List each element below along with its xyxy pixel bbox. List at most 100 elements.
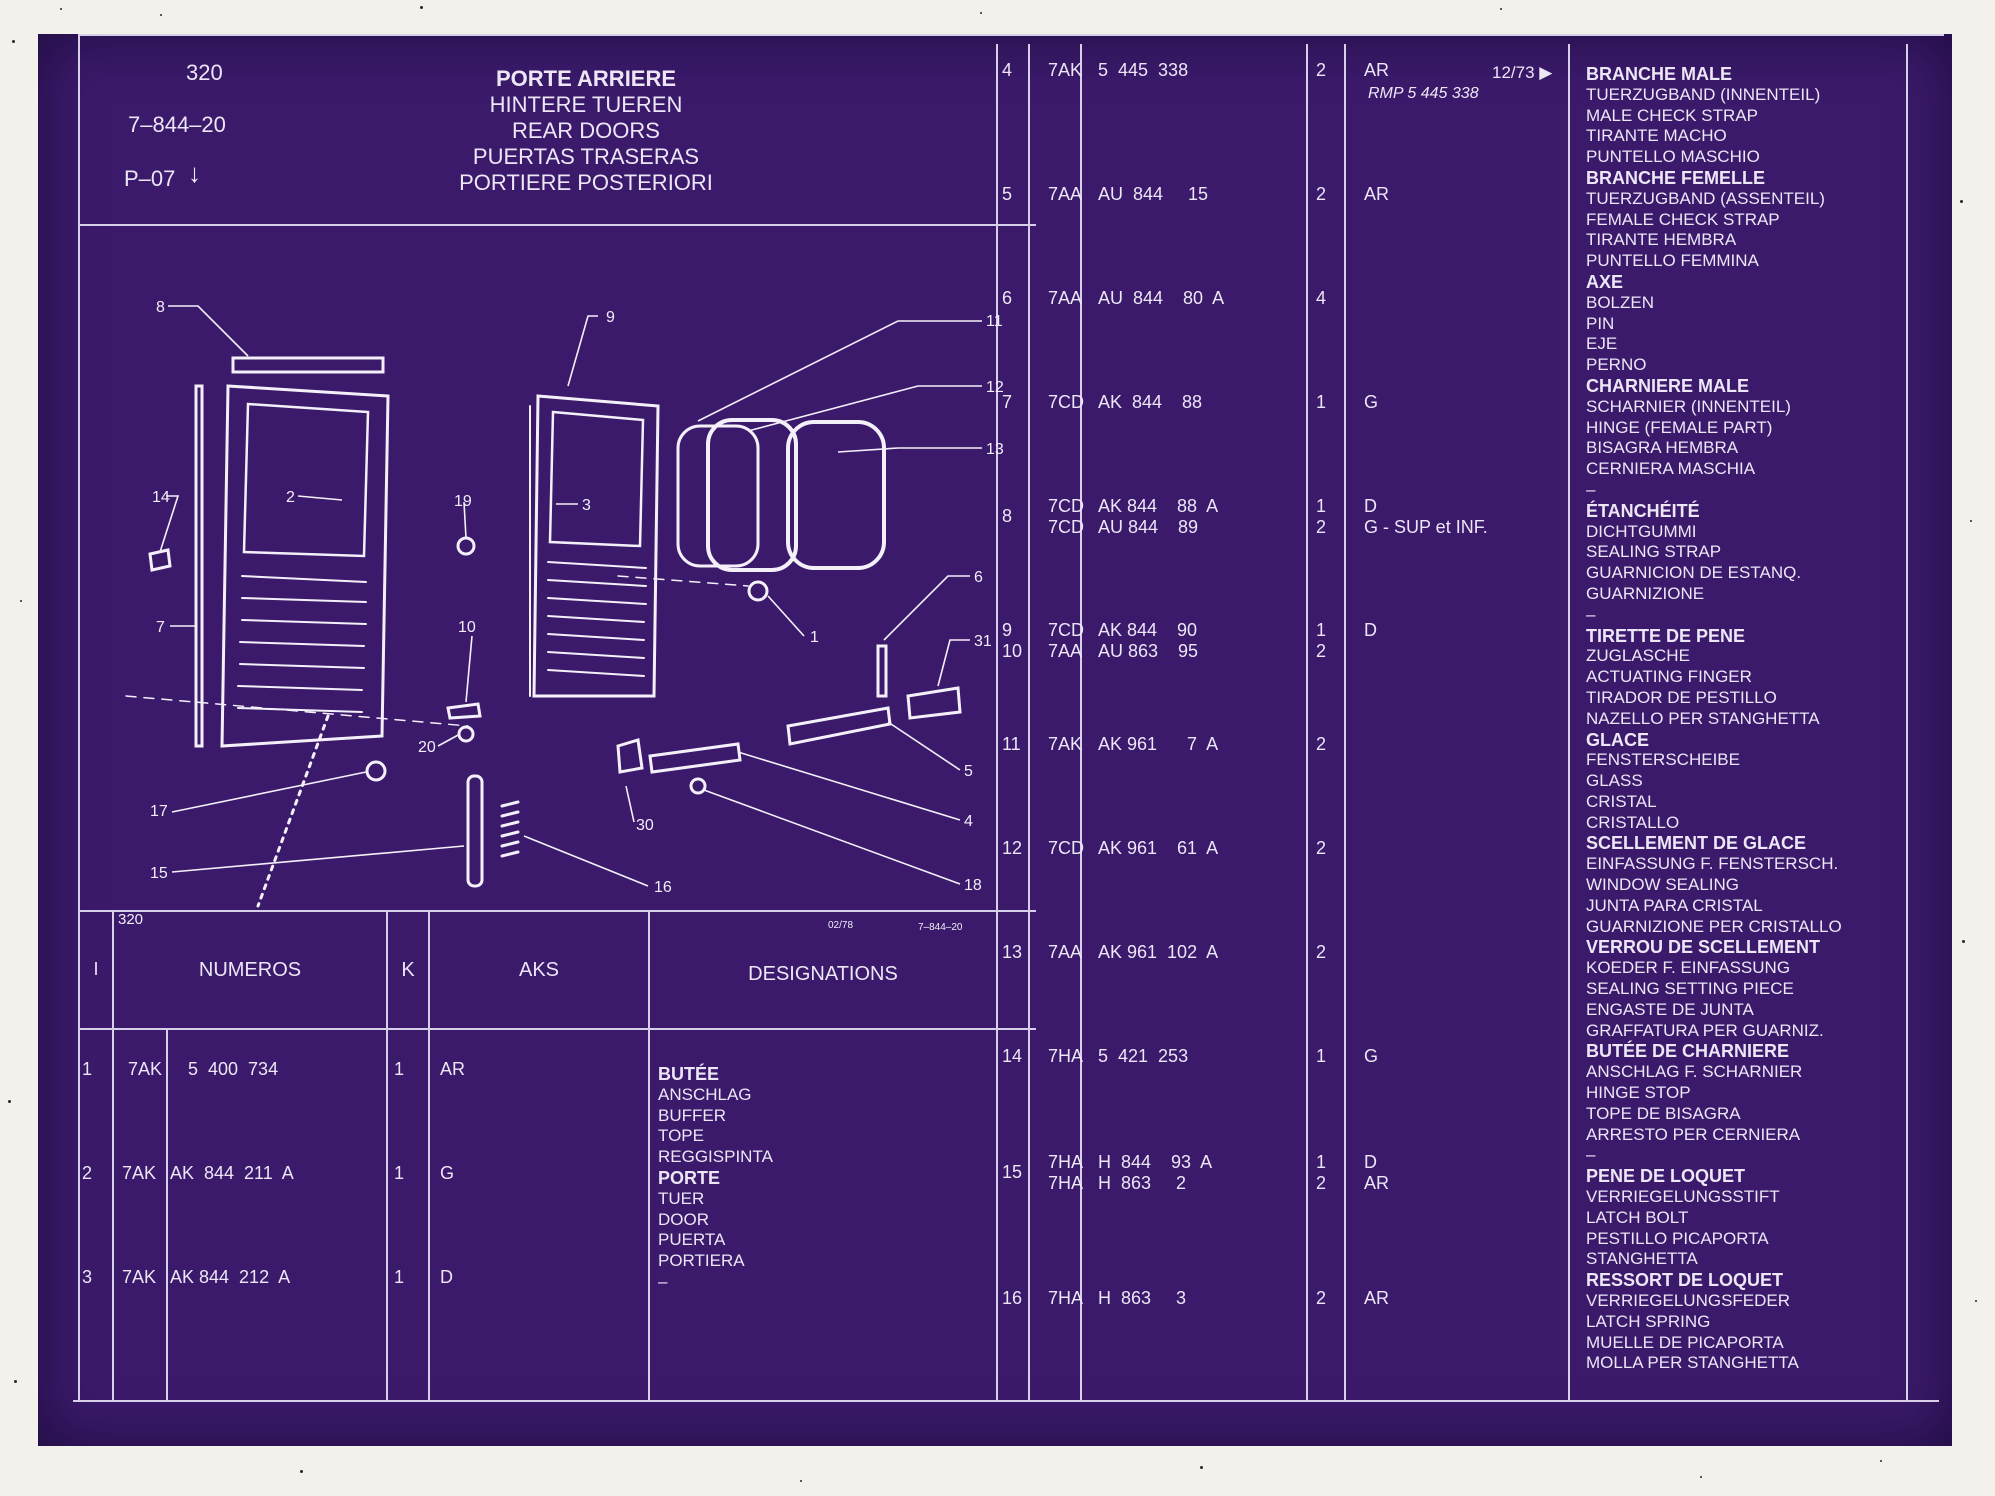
callout-17: 17 xyxy=(150,803,168,820)
callout-8: 8 xyxy=(156,299,165,316)
row-number: AU 844 80 A xyxy=(1098,288,1225,308)
row-aks: AR xyxy=(1364,184,1390,204)
col-header-designations: DESIGNATIONS xyxy=(748,963,898,985)
row-index: 1 xyxy=(82,1059,93,1079)
title-fr: PORTE ARRIERE xyxy=(495,66,677,91)
designation-line: JUNTA PARA CRISTAL xyxy=(1586,895,1763,915)
designation-line: BOLZEN xyxy=(1586,292,1655,312)
paper-speck xyxy=(1970,520,1972,522)
designation-line: TIRADOR DE PESTILLO xyxy=(1586,687,1777,707)
designation-line: TIRANTE HEMBRA xyxy=(1586,230,1737,250)
row-aks: AR xyxy=(1364,60,1390,80)
frame-left xyxy=(78,34,80,1402)
row-aks: D xyxy=(440,1267,453,1287)
row-aks: AR xyxy=(440,1059,466,1079)
callout-16: 16 xyxy=(654,879,672,896)
callout-13: 13 xyxy=(986,441,1004,458)
row-aks: D AR xyxy=(1364,1152,1390,1193)
row-prefix: 7AK xyxy=(1048,734,1083,754)
designation-line: SEALING STRAP xyxy=(1586,542,1722,562)
callout-18: 18 xyxy=(964,877,982,894)
part-2-left-door xyxy=(220,384,390,748)
part-12-glass-seal xyxy=(706,418,798,572)
designation-line: PIN xyxy=(1586,313,1615,333)
designation-line: ARRESTO PER CERNIERA xyxy=(1586,1124,1801,1144)
callout-15: 15 xyxy=(150,865,168,882)
row-aks: G xyxy=(1364,392,1379,412)
row-number: AU 844 15 xyxy=(1098,184,1209,204)
row-k: 1 2 xyxy=(1316,1152,1327,1193)
designation-line: KOEDER F. EINFASSUNG xyxy=(1586,958,1791,978)
designation-line: GUARNIZIONE xyxy=(1586,583,1705,603)
row-prefix: 7AK xyxy=(122,1267,157,1287)
designation-heading: PORTE xyxy=(658,1167,721,1188)
left-designations: BUTÉE ANSCHLAG BUFFER TOPE REGGISPINTA P… xyxy=(658,1064,773,1293)
designation-line: MUELLE DE PICAPORTA xyxy=(1586,1332,1784,1352)
row-k: 1 xyxy=(1316,1046,1327,1066)
row-index: 5 xyxy=(1002,184,1013,204)
designation-heading: PENE DE LOQUET xyxy=(1586,1166,1746,1187)
diagram-bottom xyxy=(80,910,1036,912)
row-number: 5 445 338 xyxy=(1098,60,1189,80)
callout-4: 4 xyxy=(964,813,973,830)
designation-line: FEMALE CHECK STRAP xyxy=(1586,209,1780,229)
row-number: AK 844 88 xyxy=(1098,392,1203,412)
designation-line: – xyxy=(1586,1145,1596,1165)
row-k: 2 xyxy=(1316,942,1327,962)
title-en: REAR DOORS xyxy=(512,118,660,143)
designation-heading: BRANCHE FEMELLE xyxy=(1586,167,1765,188)
col-header-k: K xyxy=(401,959,415,981)
paper-speck xyxy=(20,600,22,602)
row-index: 11 xyxy=(1002,734,1021,754)
designation-heading: BRANCHE MALE xyxy=(1586,64,1732,84)
designation-line: TIRANTE MACHO xyxy=(1586,126,1727,146)
part-30-hinge xyxy=(616,738,644,774)
row-number: AK 961 102 A xyxy=(1098,942,1219,962)
col-header-aks: AKS xyxy=(518,959,560,981)
diagram-ref-stamp: 7–844–20 xyxy=(918,922,963,932)
designation-line: MALE CHECK STRAP xyxy=(1586,105,1758,125)
row-k: 4 xyxy=(1316,288,1327,308)
designation-heading: SCELLEMENT DE GLACE xyxy=(1586,833,1807,854)
paper-speck xyxy=(1880,1460,1882,1462)
designation-line: PESTILLO PICAPORTA xyxy=(1586,1228,1769,1248)
row-prefix: 7HA xyxy=(1048,1046,1084,1066)
paper-speck xyxy=(1200,1466,1203,1469)
row-aks: G xyxy=(1364,1046,1379,1066)
paper-speck xyxy=(8,1100,11,1103)
row-k: 2 xyxy=(1316,60,1327,80)
designation-line: CRISTAL xyxy=(1586,791,1657,811)
diagram-corner-label: 320 xyxy=(118,911,143,928)
right-col-4 xyxy=(1344,44,1346,1402)
designation-line: BUFFER xyxy=(658,1105,726,1125)
designation-line: TOPE xyxy=(658,1126,704,1146)
row-number: H 844 93 A H 863 2 xyxy=(1098,1152,1213,1193)
right-col-2 xyxy=(1080,44,1082,1402)
exploded-door-diagram: 8 9 11 12 13 14 7 2 3 19 1 6 31 10 20 17… xyxy=(118,299,1004,932)
part-11-seal xyxy=(676,424,760,568)
part-4-strap xyxy=(648,742,742,774)
row-k: 2 xyxy=(1316,1288,1327,1308)
down-arrow-icon: ↓ xyxy=(188,158,201,188)
part-7-edge xyxy=(194,384,204,748)
row-index: 13 xyxy=(1002,942,1023,962)
designation-line: ENGASTE DE JUNTA xyxy=(1586,999,1754,1019)
row4-rmp: RMP 5 445 338 xyxy=(1368,85,1479,102)
row4-date: 12/73 ▶ xyxy=(1492,63,1553,82)
designation-heading: BUTÉE xyxy=(658,1064,720,1084)
callout-5: 5 xyxy=(964,763,973,780)
row-index: 8 xyxy=(1002,506,1013,526)
designation-line: PUERTA xyxy=(658,1230,726,1250)
part-3-right-door xyxy=(532,394,660,698)
designation-line: EJE xyxy=(1586,334,1618,354)
designation-line: BISAGRA HEMBRA xyxy=(1586,438,1739,458)
part-19-buffer xyxy=(456,536,476,556)
row-aks: AR xyxy=(1364,1288,1390,1308)
reference-number: 7–844–20 xyxy=(128,112,226,137)
callout-1: 1 xyxy=(810,629,819,646)
callout-7: 7 xyxy=(156,619,165,636)
row-aks: D xyxy=(1364,620,1377,640)
row-number: H 863 3 xyxy=(1098,1288,1187,1308)
left-col-5 xyxy=(648,912,650,1402)
callout-3: 3 xyxy=(582,497,591,514)
